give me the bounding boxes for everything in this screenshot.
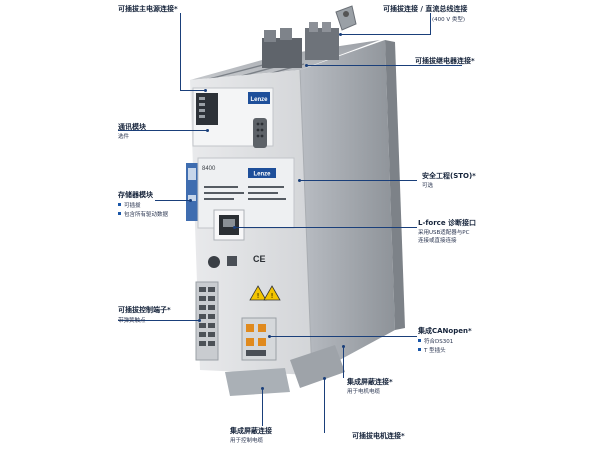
label-memory-module: 存储器模块 [118, 191, 153, 199]
label-shield-control-sub: 用于控制电缆 [230, 438, 264, 444]
leader-memory [155, 200, 191, 201]
label-canopen-bullet-1: 符合DS301 [418, 339, 453, 345]
series-label: 8400 [202, 166, 216, 172]
label-safety-sub: 可选 [422, 183, 434, 189]
label-canopen: 集成CANopen* [418, 327, 472, 335]
brand-logo-top: Lenze [250, 97, 268, 103]
ce-mark: CE [253, 254, 266, 264]
leader-shield-control [262, 388, 263, 426]
leader-comm-dot [206, 129, 209, 132]
leader-main-power-v [180, 13, 181, 91]
leader-shield-control-dot [261, 387, 264, 390]
label-main-power: 可插拔主电源连接* [118, 5, 178, 13]
label-dc-bus-sub: (400 V 类型) [432, 17, 466, 23]
label-comm-module-sub: 选件 [118, 134, 130, 140]
leader-safety-dot [298, 179, 301, 182]
top-connectors [262, 5, 357, 68]
shield-plates [225, 345, 345, 396]
leader-relay [307, 65, 462, 66]
brand-logo: Lenze [253, 172, 271, 178]
front-knob [208, 256, 220, 268]
leader-control-dot [198, 319, 201, 322]
label-lforce-sub2: 连接或直接连接 [418, 238, 457, 244]
leader-lforce [235, 227, 417, 228]
svg-text:!: ! [271, 292, 274, 300]
leader-shield-motor [343, 346, 344, 378]
label-motor-conn: 可插拔电机连接* [352, 432, 405, 440]
leader-dc-bus-v [430, 13, 431, 35]
label-lforce: L-force 诊断接口 [418, 219, 477, 227]
label-safety: 安全工程(STO)* [422, 172, 476, 180]
leader-main-power-dot [204, 89, 207, 92]
front-label-area: Lenze 8400 [197, 157, 295, 229]
control-terminal-block [195, 281, 219, 361]
leader-shield-motor-dot [342, 345, 345, 348]
leader-memory-dot [189, 199, 192, 202]
leader-relay-dot [305, 64, 308, 67]
label-comm-module: 通讯模块 [118, 123, 146, 131]
leader-safety [300, 180, 417, 181]
canopen-terminal [241, 317, 277, 361]
leader-dc-bus-dot [339, 33, 342, 36]
label-control-terminals: 可插拔控制端子* [118, 306, 171, 314]
label-memory-bullet-1: 可插拔 [118, 203, 141, 209]
label-canopen-bullet-2: T 型插头 [418, 348, 446, 354]
comm-module-slot: Lenze [192, 87, 274, 148]
label-lforce-sub1: 采用USB适配器与PC [418, 230, 470, 236]
leader-main-power-h [180, 90, 205, 91]
leader-motor-conn-dot [323, 377, 326, 380]
svg-text:!: ! [257, 292, 260, 300]
leader-motor-conn [324, 378, 325, 433]
label-dc-bus: 可插拔连接 / 直流总线连接 [383, 5, 468, 13]
diagnostic-port [213, 209, 245, 241]
label-memory-bullet-2: 包含所有驱动数据 [118, 212, 168, 218]
leader-canopen-dot [268, 335, 271, 338]
leader-dc-bus-h [340, 34, 431, 35]
leader-lforce-dot [233, 226, 236, 229]
memory-module [186, 163, 198, 221]
warning-labels: ! ! [249, 285, 281, 301]
leader-control [118, 320, 200, 321]
label-shield-motor: 集成屏蔽连接* [347, 378, 393, 386]
label-control-terminals-sub: 带弹簧触点 [118, 318, 146, 324]
device-side-panel [300, 40, 405, 375]
label-shield-motor-sub: 用于电机电缆 [347, 389, 381, 395]
leader-comm [118, 130, 208, 131]
label-shield-control: 集成屏蔽连接 [230, 427, 272, 435]
label-relay: 可插拔继电器连接* [415, 57, 475, 65]
leader-canopen [270, 336, 417, 337]
